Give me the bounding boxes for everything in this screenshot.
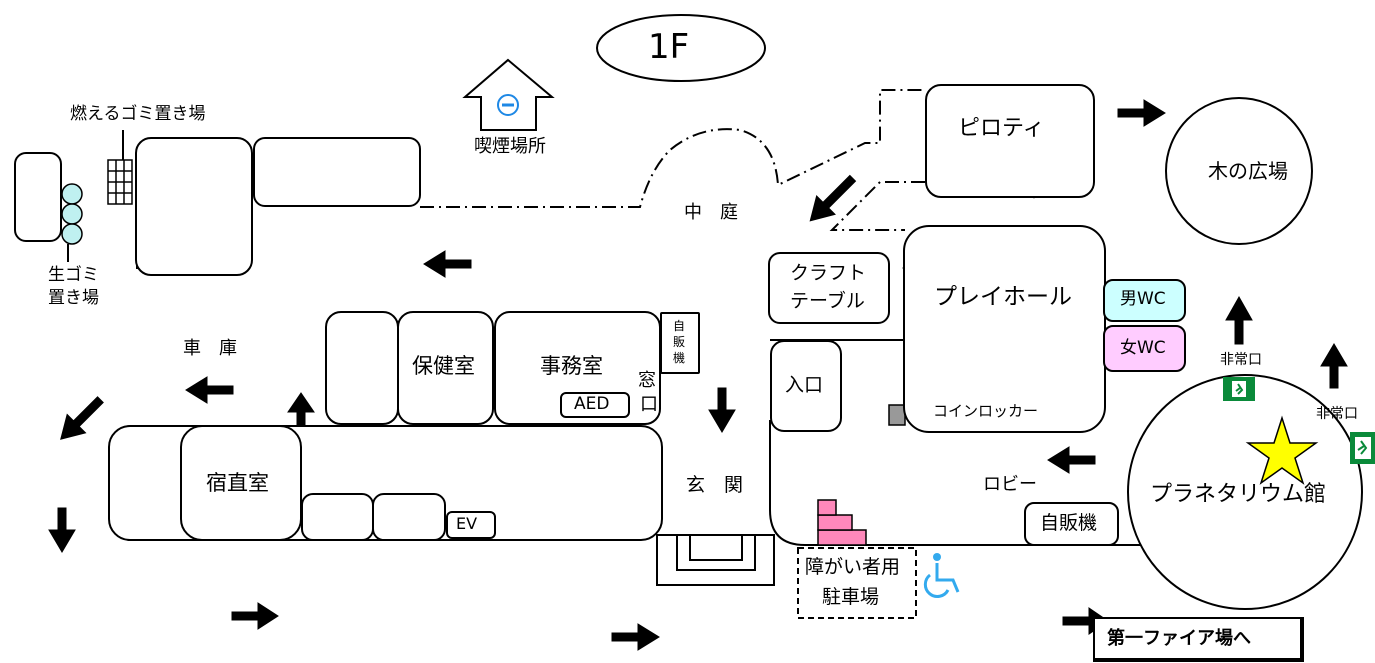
emergency-exit-sign-2 <box>1350 432 1375 464</box>
raw-trash-label-2: 置き場 <box>48 288 99 308</box>
small-room-3 <box>372 493 446 541</box>
building-left-block <box>135 137 253 276</box>
fire-area-label: 第一ファイア場へ <box>1107 628 1251 649</box>
planetarium-circle <box>1127 374 1363 610</box>
disabled-parking-box <box>797 547 917 619</box>
emergency-exit-label-1: 非常口 <box>1220 352 1262 368</box>
emergency-exit-label-2: 非常口 <box>1316 406 1358 422</box>
courtyard-boundary-2 <box>829 181 925 231</box>
lobby-label: ロビー <box>983 474 1037 495</box>
raw-trash-label-1: 生ゴミ <box>48 265 99 285</box>
arrow-left-garage-top <box>423 250 472 278</box>
small-room-1 <box>325 311 399 425</box>
vending-label: 自販機 <box>1040 512 1098 534</box>
arrow-up-corridor <box>287 392 315 433</box>
arrow-diag-left <box>60 396 104 440</box>
office-label: 事務室 <box>540 354 603 378</box>
fire-area-box <box>1093 617 1304 662</box>
arrow-up-exit-2 <box>1320 343 1348 389</box>
health-room <box>397 311 494 425</box>
arrow-right-pilotis <box>1117 99 1166 127</box>
arrow-right-bottom-2 <box>611 623 660 651</box>
window-label-2: 口 <box>640 394 658 415</box>
playhall-label: プレイホール <box>934 284 1072 310</box>
pilotis-label: ピロティ <box>958 116 1045 141</box>
garage-label: 車 庫 <box>183 338 237 359</box>
night-duty-room <box>180 425 302 541</box>
vending-small-3: 機 <box>673 351 686 365</box>
arrow-right-bottom-1 <box>231 602 279 630</box>
raw-trash-circles <box>61 183 83 245</box>
entrance-label: 入口 <box>785 374 824 396</box>
genkan-label: 玄 関 <box>686 474 744 496</box>
vending-small-box <box>660 312 700 374</box>
aed-label: AED <box>574 394 610 414</box>
arrow-left-garage <box>185 376 234 404</box>
craft-label-1: クラフト <box>790 262 867 284</box>
star-icon <box>1245 415 1319 485</box>
trash-area-box <box>14 152 62 242</box>
coin-locker-label: コインロッカー <box>933 402 1039 420</box>
women-wc-label: 女WC <box>1120 338 1166 358</box>
courtyard-boundary <box>420 89 925 208</box>
craft-label-2: テーブル <box>790 290 865 312</box>
craft-table-room <box>768 252 890 324</box>
burnable-trash-grid <box>107 159 133 205</box>
arrow-diag-pilotis <box>809 174 857 222</box>
floor-label: 1F <box>648 27 690 67</box>
ev-box <box>446 511 496 539</box>
health-room-label: 保健室 <box>412 354 475 378</box>
arrow-up-exit-1 <box>1225 295 1253 345</box>
emergency-exit-sign-1 <box>1223 377 1255 401</box>
wheelchair-icon <box>923 553 960 598</box>
ev-label: EV <box>456 514 478 533</box>
vending-small-2: 販 <box>673 335 686 349</box>
disabled-parking-label-2: 駐車場 <box>822 586 880 608</box>
smoking-label: 喫煙場所 <box>474 136 546 157</box>
floor-oval <box>596 14 766 82</box>
arrow-down-genkan <box>708 387 736 433</box>
women-wc-room <box>1103 325 1186 372</box>
small-room-2 <box>301 493 374 541</box>
disabled-parking-label-1: 障がい者用 <box>805 556 901 578</box>
courtyard-label: 中 庭 <box>684 202 738 223</box>
tree-plaza-label: 木の広場 <box>1208 159 1288 183</box>
vending-small-1: 自 <box>673 319 686 333</box>
men-wc-label: 男WC <box>1120 289 1166 309</box>
building-top-block <box>253 137 421 207</box>
entrance-small-room <box>770 340 842 432</box>
arrow-down-left <box>48 507 76 553</box>
playhall-room <box>903 225 1106 433</box>
window-label-1: 窓 <box>638 370 656 391</box>
men-wc-room <box>1103 279 1186 322</box>
vending-box <box>1024 502 1119 546</box>
tree-plaza-circle <box>1165 97 1313 245</box>
burnable-trash-label: 燃えるゴミ置き場 <box>70 104 206 124</box>
stairs-pink <box>817 499 867 546</box>
planetarium-label: プラネタリウム館 <box>1150 482 1327 507</box>
arrow-left-lobby <box>1047 446 1096 474</box>
aed-box <box>560 392 630 418</box>
lobby-wall <box>769 420 1150 546</box>
pilotis-room <box>925 84 1095 198</box>
night-duty-label: 宿直室 <box>206 471 269 495</box>
